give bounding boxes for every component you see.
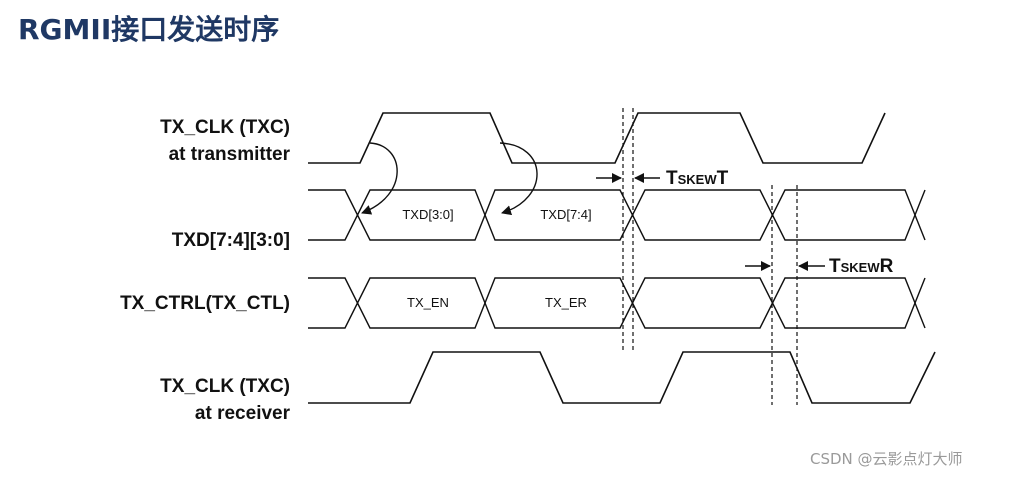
- txd-label: TXD[7:4][3:0]: [172, 230, 290, 251]
- watermark: CSDN @云影点灯大师: [810, 450, 963, 468]
- txclk-rx-label-line1: TX_CLK (TXC): [160, 376, 290, 397]
- txctrl-bus-waveform: [308, 277, 926, 329]
- launch-arrow-1: [361, 142, 398, 215]
- txctrl-label: TX_CTRL(TX_CTL): [120, 293, 290, 314]
- txclk-rx-label-line2: at receiver: [195, 403, 291, 424]
- txclk-tx-waveform: [308, 112, 886, 164]
- tskewr-label: TSKEWR: [829, 256, 894, 277]
- page-title: RGMII接口发送时序: [18, 13, 280, 46]
- txclk-rx-waveform: [308, 351, 936, 404]
- txd-data-1: TXD[3:0]: [402, 207, 453, 222]
- skew-reference-lines: [622, 108, 798, 405]
- txclk-tx-label-line2: at transmitter: [169, 144, 291, 165]
- txd-data-2: TXD[7:4]: [540, 207, 591, 222]
- txclk-tx-label-line1: TX_CLK (TXC): [160, 117, 290, 138]
- tskewt-label: TSKEWT: [666, 168, 729, 189]
- txctrl-data-2: TX_ER: [545, 295, 587, 310]
- txd-bus-waveform: [308, 189, 926, 241]
- txctrl-data-1: TX_EN: [407, 295, 449, 310]
- launch-arrow-2: [499, 142, 538, 216]
